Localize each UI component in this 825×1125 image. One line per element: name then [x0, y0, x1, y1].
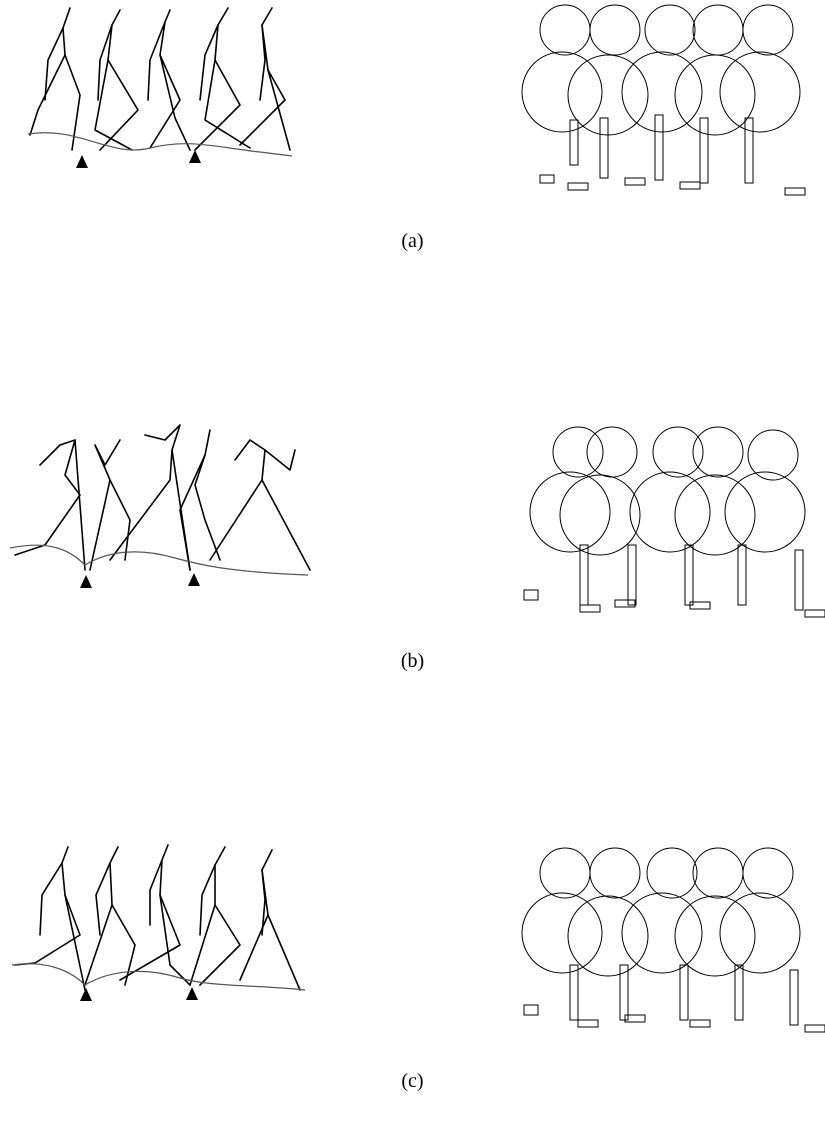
stick-figure-sequence-a	[29, 7, 291, 151]
panel-a: (a)	[0, 0, 825, 290]
contact-marker-b-2	[188, 573, 200, 586]
trajectory-curve-b	[9, 544, 309, 576]
robot-figure-sequence-b	[523, 426, 825, 618]
contact-marker-c-2	[186, 987, 198, 1000]
panel-c: (c)	[0, 835, 825, 1125]
robot-figure-sequence-c	[521, 847, 825, 1033]
contact-marker-b-1	[80, 575, 92, 588]
stick-figure-sequence-b	[14, 424, 311, 571]
caption-c: (c)	[401, 1070, 424, 1092]
contact-marker-c-1	[80, 988, 92, 1001]
panel-b-drawing	[9, 424, 825, 618]
panel-c-drawing	[11, 844, 825, 1033]
panel-b: (b)	[0, 410, 825, 700]
trajectory-curve-a	[27, 132, 293, 157]
panel-a-drawing	[27, 4, 806, 196]
caption-a: (a)	[401, 230, 424, 252]
contact-marker-a-2	[189, 150, 201, 163]
contact-marker-a-1	[76, 155, 88, 168]
caption-b: (b)	[400, 650, 425, 672]
trajectory-curve-c	[11, 963, 306, 991]
robot-figure-sequence-a	[521, 4, 806, 196]
